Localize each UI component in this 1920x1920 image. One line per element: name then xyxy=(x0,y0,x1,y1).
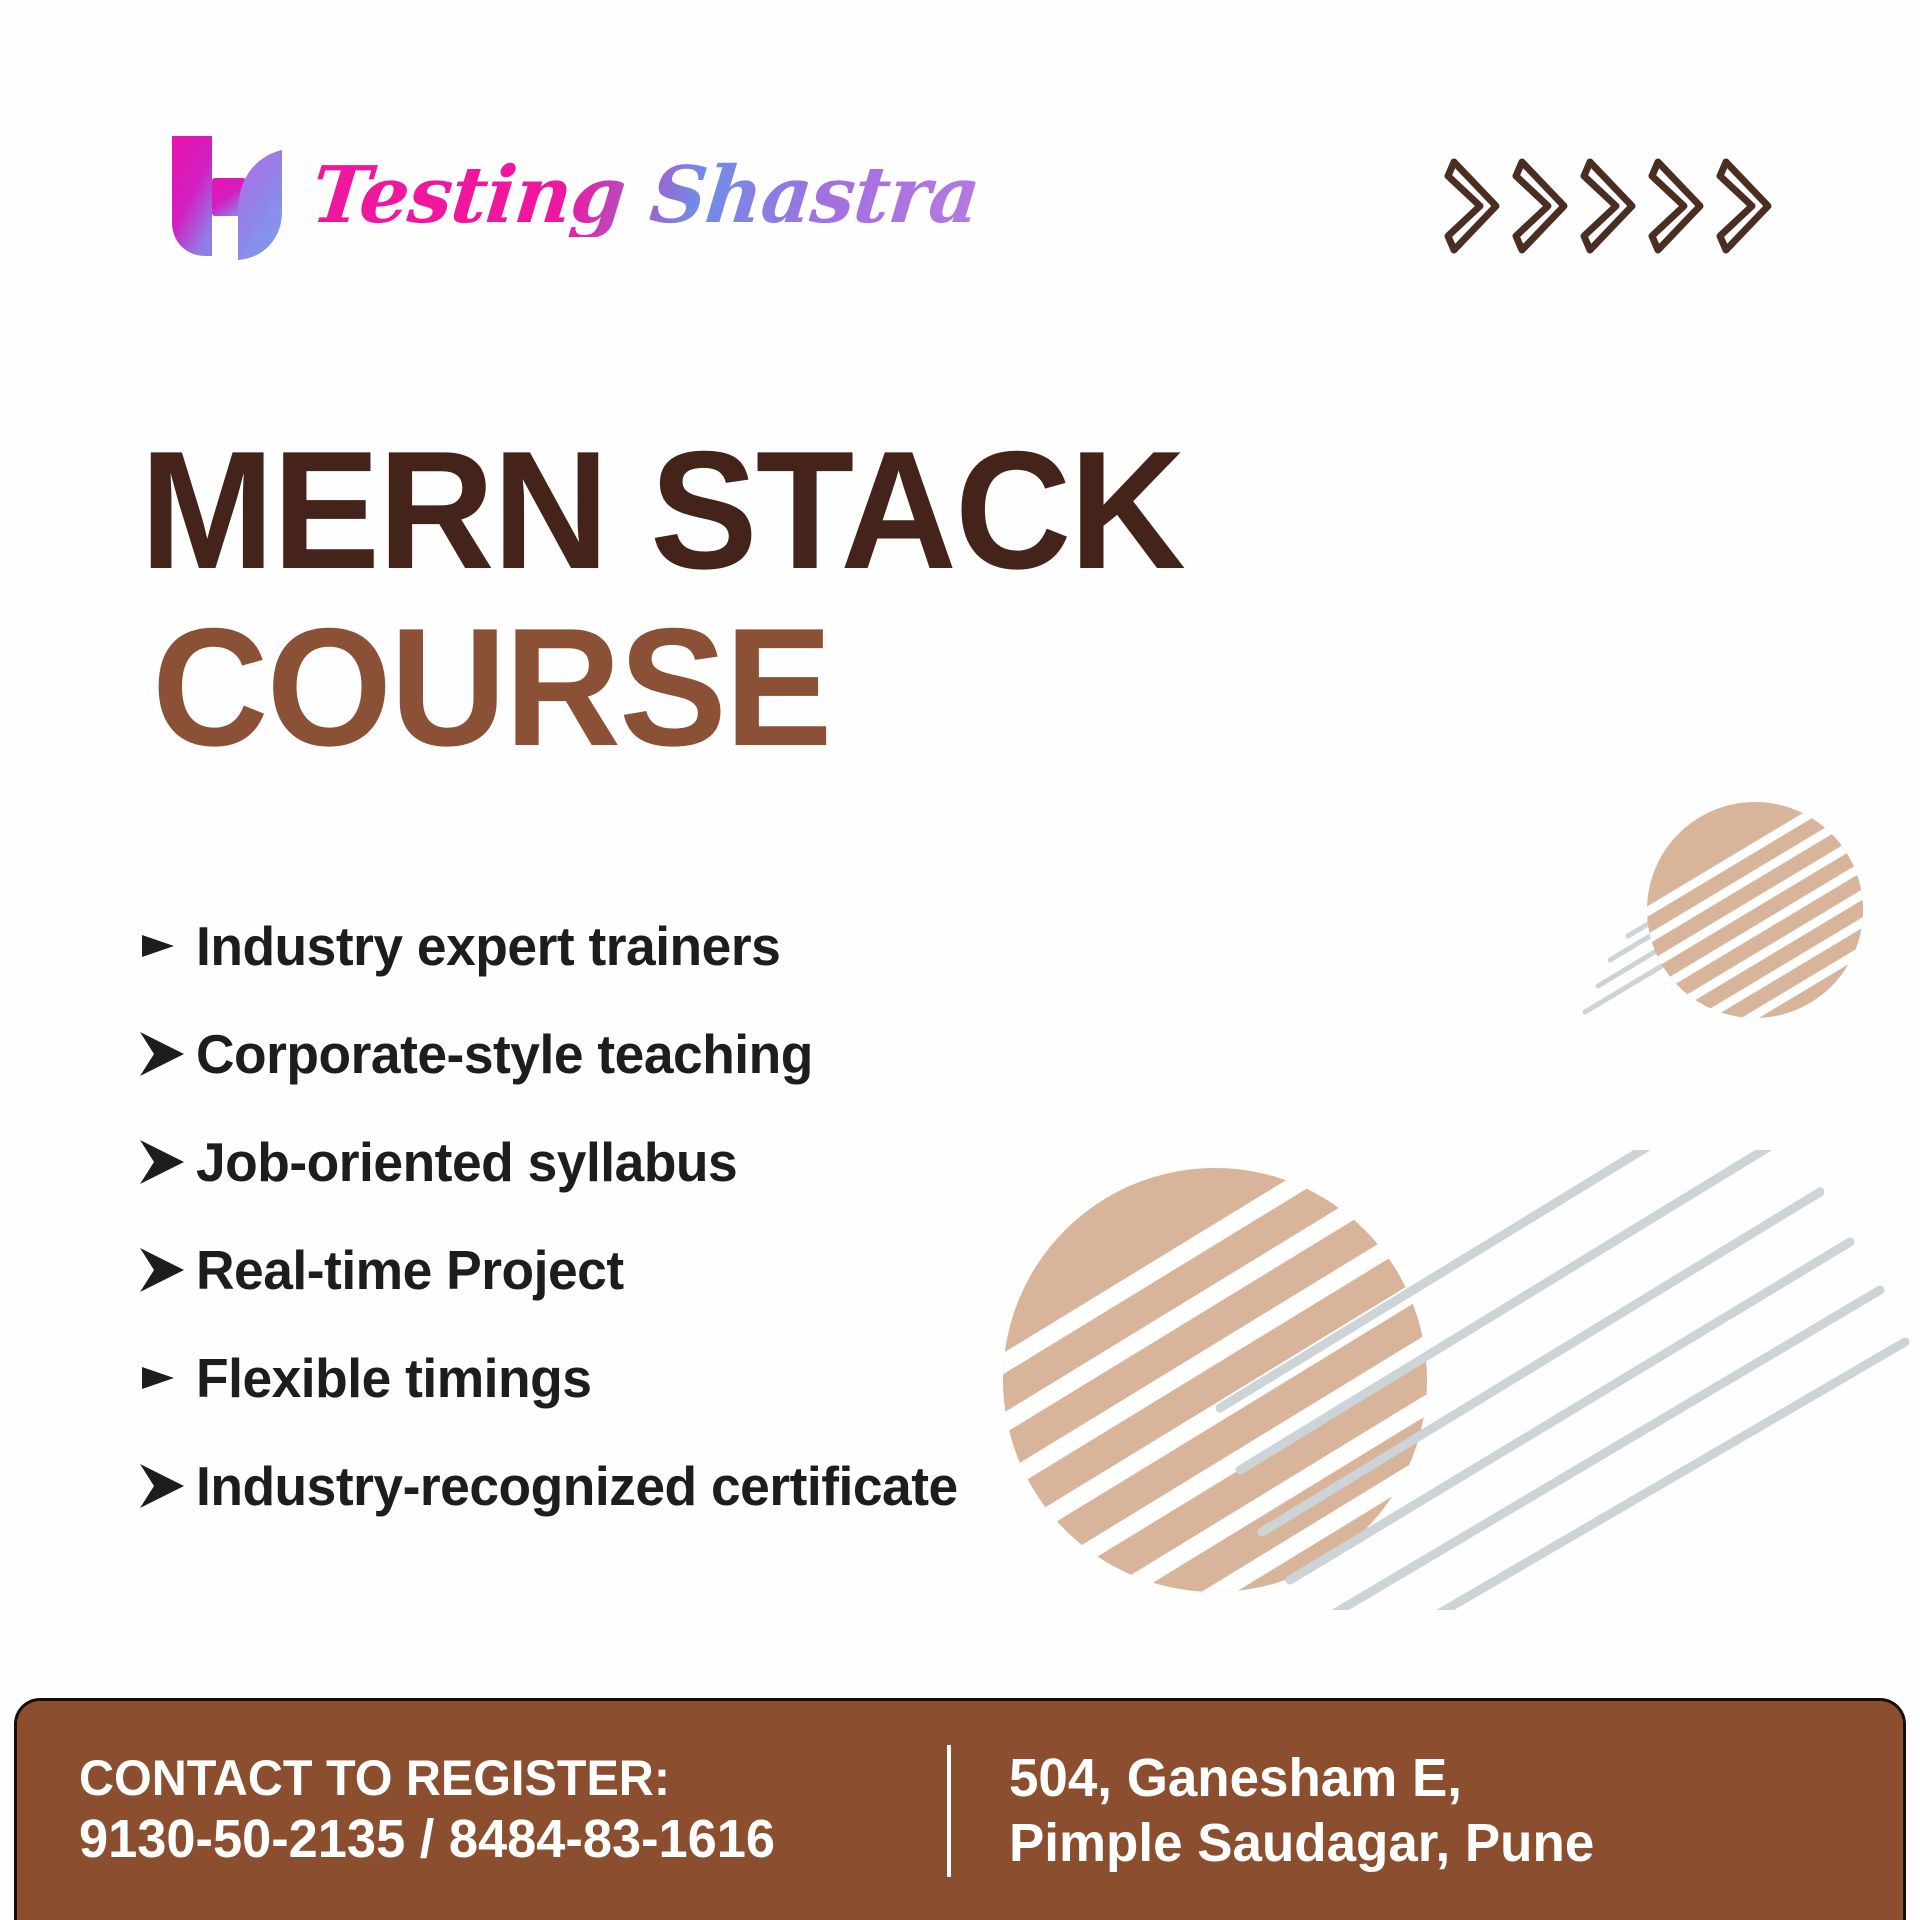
list-item: Industry-recognized certificate xyxy=(134,1440,1334,1532)
headline-line-secondary: COURSE xyxy=(152,593,832,782)
small-triangle-right-icon xyxy=(134,1355,196,1401)
brand-wordmark: Testing Shastra xyxy=(307,150,984,242)
chevron-right-icon xyxy=(1512,154,1574,263)
contact-bar: CONTACT TO REGISTER: 9130-50-2135 / 8484… xyxy=(14,1698,1906,1920)
feature-label: Corporate-style teaching xyxy=(196,1023,813,1085)
contact-address-block: 504, Ganesham E, Pimple Saudagar, Pune xyxy=(951,1746,1606,1876)
poster-header: Testing Shastra xyxy=(0,132,1920,292)
striped-circle-decoration-small xyxy=(1580,790,1920,1050)
trail-lines-small xyxy=(1582,851,1755,1015)
feature-label: Industry-recognized certificate xyxy=(196,1455,958,1517)
chevron-right-icon xyxy=(1580,154,1642,263)
arrowhead-right-icon xyxy=(134,1458,196,1514)
address-line-1: 504, Ganesham E, xyxy=(1009,1747,1463,1808)
feature-label: Flexible timings xyxy=(196,1347,592,1409)
contact-heading: CONTACT TO REGISTER: xyxy=(79,1750,670,1807)
contact-register-block: CONTACT TO REGISTER: 9130-50-2135 / 8484… xyxy=(17,1749,947,1872)
list-item: Industry expert trainers xyxy=(134,900,1334,992)
list-item: Job-oriented syllabus xyxy=(134,1116,1334,1208)
headline-line-primary: MERN STACK xyxy=(140,416,1186,604)
chevron-right-icon xyxy=(1716,154,1778,263)
list-item: Real-time Project xyxy=(134,1224,1334,1316)
testing-shastra-logo-mark-icon xyxy=(168,132,286,260)
page-title: MERN STACK COURSE xyxy=(0,416,1920,782)
brand-lockup: Testing Shastra xyxy=(168,132,984,260)
list-item: Corporate-style teaching xyxy=(134,1008,1334,1100)
chevron-right-icon xyxy=(1444,154,1506,263)
list-item: Flexible timings xyxy=(134,1332,1334,1424)
feature-label: Job-oriented syllabus xyxy=(196,1131,738,1193)
contact-divider xyxy=(947,1744,951,1877)
contact-phone-numbers[interactable]: 9130-50-2135 / 8484-83-1616 xyxy=(79,1809,776,1870)
small-triangle-right-icon xyxy=(134,923,196,969)
arrowhead-right-icon xyxy=(134,1242,196,1298)
feature-label: Industry expert trainers xyxy=(196,915,781,977)
feature-list: Industry expert trainers Corporate-style… xyxy=(134,900,1334,1548)
address-line-2: Pimple Saudagar, Pune xyxy=(1009,1812,1595,1873)
chevron-decoration-group xyxy=(1444,154,1778,263)
arrowhead-right-icon xyxy=(134,1134,196,1190)
arrowhead-right-icon xyxy=(134,1026,196,1082)
chevron-right-icon xyxy=(1648,154,1710,263)
feature-label: Real-time Project xyxy=(196,1239,624,1301)
